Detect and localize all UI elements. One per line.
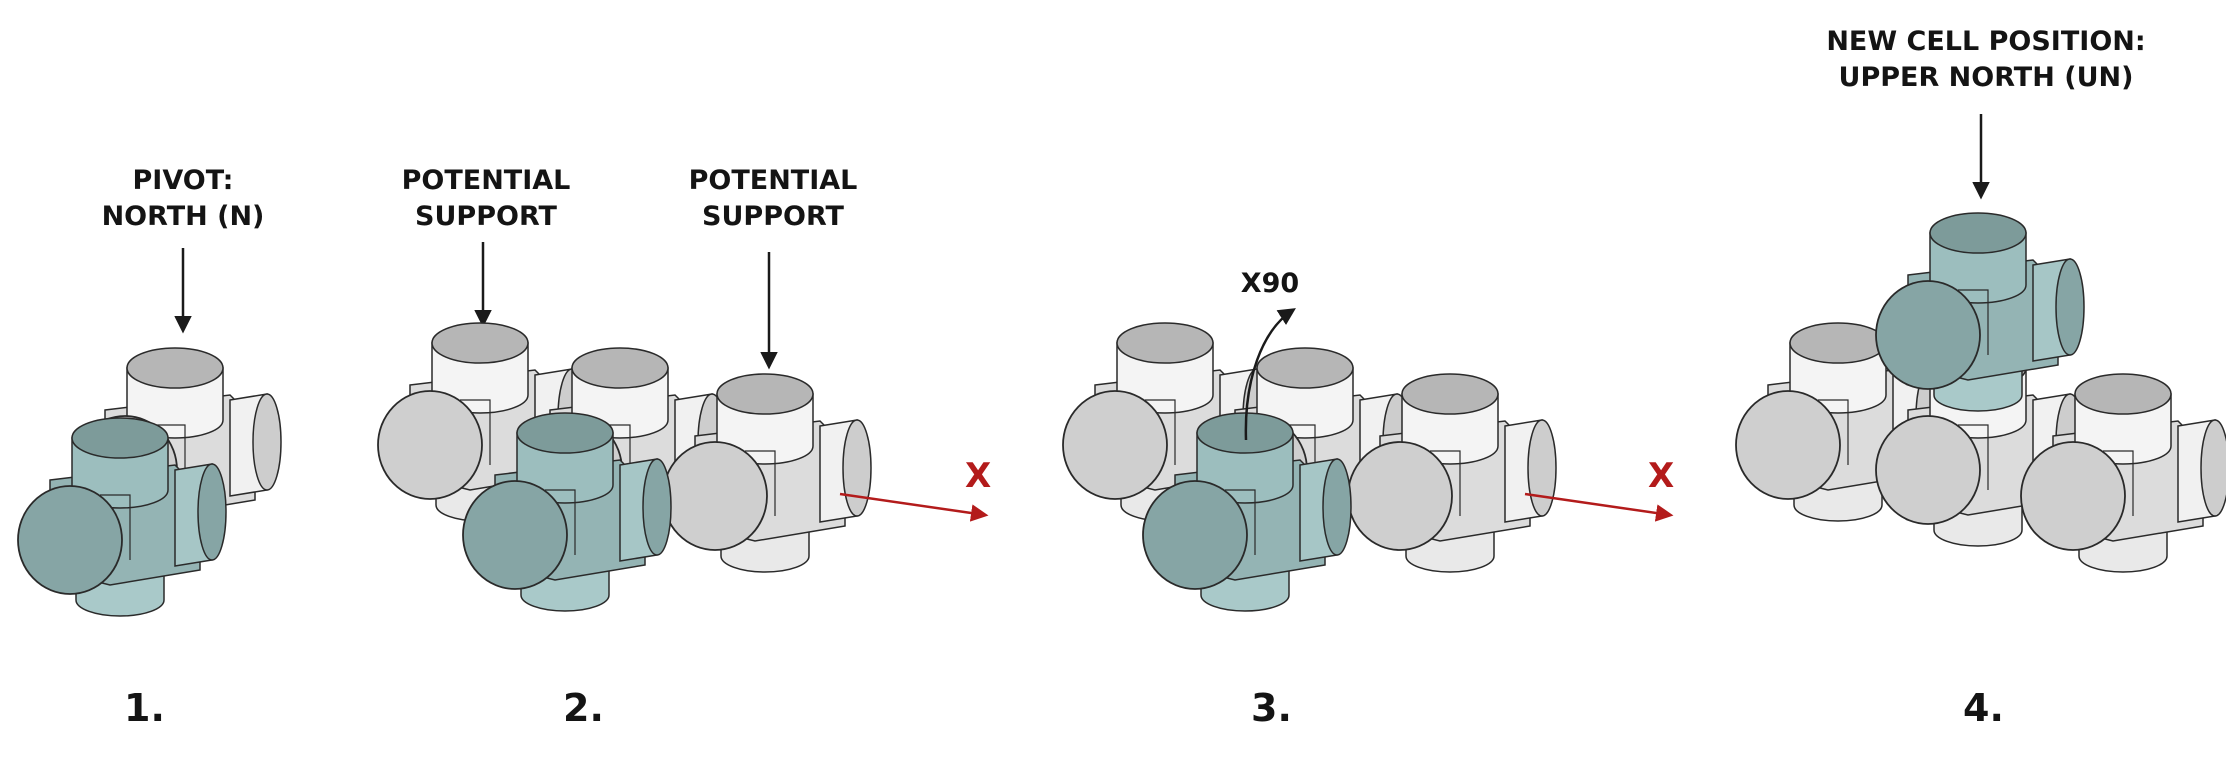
axis-label-x: X bbox=[1648, 456, 1675, 496]
label-line: NEW CELL POSITION: bbox=[1826, 26, 2146, 57]
label-line: PIVOT: bbox=[132, 165, 234, 196]
step-number: 3. bbox=[1251, 686, 1292, 730]
label-line: SUPPORT bbox=[415, 201, 557, 232]
panel-1-label: PIVOT: NORTH (N) bbox=[63, 163, 303, 235]
panel-4 bbox=[1735, 114, 2226, 573]
new-position-cell-teal bbox=[1875, 212, 2085, 412]
rotation-label: X90 bbox=[1240, 268, 1300, 299]
label-line: UPPER NORTH (UN) bbox=[1838, 62, 2134, 93]
label-line: POTENTIAL bbox=[401, 165, 571, 196]
label-line: NORTH (N) bbox=[101, 201, 265, 232]
panel-2-label-support-1: POTENTIAL SUPPORT bbox=[366, 163, 606, 235]
axis-arrow-icon bbox=[839, 492, 989, 522]
step-number: 1. bbox=[124, 686, 165, 730]
step-number: 2. bbox=[563, 686, 604, 730]
label-line: SUPPORT bbox=[702, 201, 844, 232]
panel-1 bbox=[17, 248, 282, 617]
label-line: POTENTIAL bbox=[688, 165, 858, 196]
axis-label-x: X bbox=[965, 456, 992, 496]
panel-2 bbox=[377, 242, 989, 612]
rotation-arrow-icon bbox=[1244, 308, 1296, 441]
panel-4-label: NEW CELL POSITION: UPPER NORTH (UN) bbox=[1806, 24, 2166, 96]
step-number: 4. bbox=[1963, 686, 2004, 730]
panel-2-label-support-2: POTENTIAL SUPPORT bbox=[653, 163, 893, 235]
panel-3 bbox=[1062, 308, 1674, 612]
axis-arrow-icon bbox=[1524, 492, 1674, 522]
